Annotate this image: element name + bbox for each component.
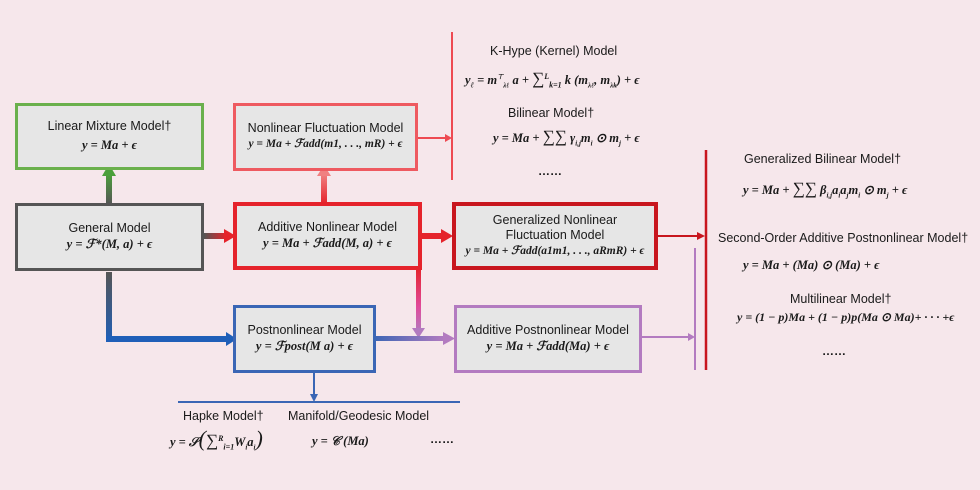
arrow-postnonlinear-to-bottom-branch xyxy=(178,372,460,403)
additive-postnonlinear-model-title: Additive Postnonlinear Model xyxy=(467,323,629,337)
additive-postnonlinear-model-equation: y = Ma + ℱadd(Ma) + ϵ xyxy=(486,339,610,353)
second-order-model-equation: y = Ma + (Ma) ⊙ (Ma) + ϵ xyxy=(743,258,880,272)
multilinear-model-title: Multilinear Model† xyxy=(790,292,892,306)
generalized-bilinear-model-title: Generalized Bilinear Model† xyxy=(744,152,902,166)
hapke-model-equation: y = 𝒮(∑Ri=1Wiai) xyxy=(170,426,263,452)
kernel-model-title: K-Hype (Kernel) Model xyxy=(490,44,618,58)
additive-nonlinear-model-equation: y = Ma + ℱadd(M, a) + ϵ xyxy=(263,236,392,250)
linear-mixture-model-box: Linear Mixture Model† y = Ma + ϵ xyxy=(15,103,204,170)
arrow-general-to-postnonlinear xyxy=(106,272,237,346)
manifold-model-title: Manifold/Geodesic Model xyxy=(288,409,430,423)
generalized-nonlinear-fluctuation-title-line2: Fluctuation Model xyxy=(505,227,605,242)
arrow-general-to-linear xyxy=(102,164,116,204)
kernel-model-equation: yℓ = m⊤λℓ a + ∑Lk=1 k (mλℓ, mλk) + ϵ xyxy=(465,69,640,90)
postnonlinear-model-title: Postnonlinear Model xyxy=(247,323,362,337)
general-model-equation: y = ℱ*(M, a) + ϵ xyxy=(66,237,153,251)
hapke-model-title: Hapke Model† xyxy=(183,409,264,423)
arrow-postnonlinear-to-additive-postnonlinear xyxy=(373,332,455,345)
generalized-bilinear-model-equation: y = Ma + ∑∑ βi,jaiajmi ⊙ mj + ϵ xyxy=(743,179,908,200)
bilinear-model-equation: y = Ma + ∑∑ γi,jmi ⊙ mj + ϵ xyxy=(493,127,640,148)
arrow-additive-postnonlinear-to-branch xyxy=(640,248,696,370)
fluctuation-branch-more: …… xyxy=(538,164,562,178)
multilinear-model-equation: y = (1 − p)Ma + (1 − p)p(Ma ⊙ Ma)+ · · ·… xyxy=(737,310,955,324)
postnonlinear-model-equation: y = ℱpost(M a) + ϵ xyxy=(255,339,354,353)
arrow-additive-to-generalized xyxy=(417,229,453,243)
arrow-general-to-additive-nonlinear xyxy=(204,229,236,243)
general-model-box: General Model y = ℱ*(M, a) + ϵ xyxy=(15,203,204,271)
arrow-generalized-to-branch xyxy=(658,150,708,370)
additive-nonlinear-model-title: Additive Nonlinear Model xyxy=(258,220,397,234)
bottom-branch-more: …… xyxy=(430,432,454,446)
generalized-nonlinear-fluctuation-title-line1: Generalized Nonlinear xyxy=(492,212,618,227)
nonlinear-fluctuation-model-title: Nonlinear Fluctuation Model xyxy=(247,121,404,135)
linear-mixture-model-equation: y = Ma + ϵ xyxy=(81,138,138,152)
bilinear-model-title: Bilinear Model† xyxy=(508,106,595,120)
arrow-fluctuation-to-branch xyxy=(418,32,453,180)
linear-mixture-model-title: Linear Mixture Model† xyxy=(47,119,172,133)
right-branch-more: …… xyxy=(822,344,846,358)
postnonlinear-model-box: Postnonlinear Model y = ℱpost(M a) + ϵ xyxy=(233,305,376,373)
nonlinear-fluctuation-model-box: Nonlinear Fluctuation Model y = Ma + ℱad… xyxy=(233,103,418,171)
nonlinear-fluctuation-model-equation: y = Ma + ℱadd(m1, . . ., mR) + ϵ xyxy=(248,138,403,150)
general-model-title: General Model xyxy=(68,221,151,235)
arrow-additive-to-additive-postnonlinear xyxy=(412,268,425,338)
second-order-model-title: Second-Order Additive Postnonlinear Mode… xyxy=(718,231,969,245)
generalized-nonlinear-fluctuation-model-box: Generalized Nonlinear Fluctuation Model … xyxy=(452,202,658,270)
generalized-nonlinear-fluctuation-equation: y = Ma + ℱadd(a1m1, . . ., aRmR) + ϵ xyxy=(465,244,645,257)
additive-nonlinear-model-box: Additive Nonlinear Model y = Ma + ℱadd(M… xyxy=(233,202,422,270)
additive-postnonlinear-model-box: Additive Postnonlinear Model y = Ma + ℱa… xyxy=(454,305,642,373)
manifold-model-equation: y = 𝒞 (Ma) xyxy=(312,434,369,448)
